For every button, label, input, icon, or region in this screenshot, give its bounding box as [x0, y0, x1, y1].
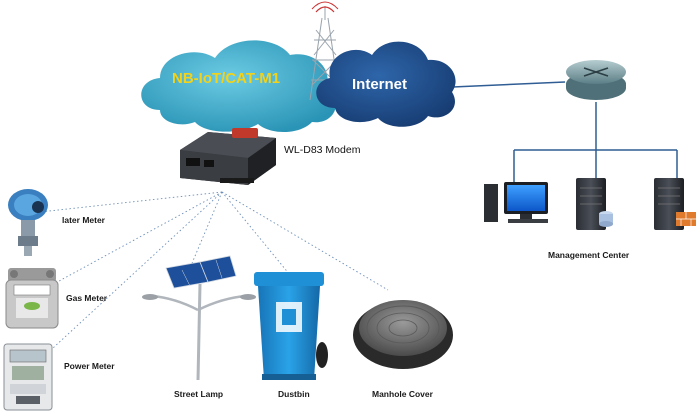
link-gas-meter [49, 191, 223, 287]
dustbin-label: Dustbin [278, 389, 310, 399]
database-server-icon [576, 178, 613, 230]
management-network [513, 102, 678, 183]
link-manhole [221, 191, 389, 291]
link-dustbin [221, 191, 291, 276]
gas-meter-label: Gas Meter [66, 293, 108, 303]
link-water-meter [39, 191, 223, 213]
link-street-lamp [189, 191, 223, 269]
nbiot-cloud [141, 40, 336, 133]
power-meter-label: Power Meter [64, 361, 115, 371]
router-icon [566, 60, 626, 100]
link-power-meter [39, 191, 223, 361]
management-center-label: Management Center [548, 250, 630, 260]
nbiot-cloud-label: NB-IoT/CAT-M1 [172, 70, 281, 87]
power-meter-icon [3, 343, 53, 411]
street-lamp-icon [142, 255, 256, 381]
firewall-server-icon [654, 178, 696, 230]
water-meter-icon [8, 189, 48, 256]
water-meter-label: later Meter [62, 215, 105, 225]
internet-cloud-label: Internet [352, 76, 408, 93]
gas-meter-icon [5, 268, 59, 329]
manhole-cover-icon [353, 300, 453, 369]
desktop-pc-icon [484, 182, 548, 223]
modem-device-icon [180, 128, 276, 185]
manhole-label: Manhole Cover [372, 389, 433, 399]
street-lamp-label: Street Lamp [174, 389, 224, 399]
internet-cloud [316, 41, 456, 127]
dustbin-icon [254, 272, 328, 380]
wireless-links [39, 191, 389, 361]
modem-label: WL-D83 Modem [284, 144, 361, 156]
